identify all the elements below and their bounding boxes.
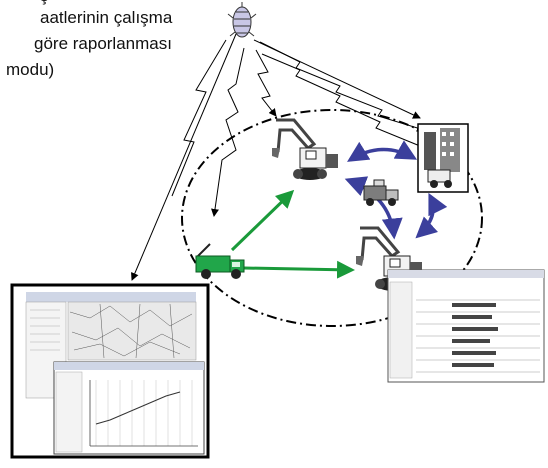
blue-arrows — [344, 140, 448, 240]
dump-truck-icon — [363, 179, 399, 206]
wireless-links — [131, 33, 425, 281]
office-building-icon — [417, 123, 469, 193]
caption-line-2: aatlerinin çalışma — [40, 8, 173, 27]
caption-line-4: modu) — [6, 60, 55, 79]
tow-truck-icon — [195, 243, 245, 279]
monitor-chart-screen — [53, 361, 205, 455]
caption-line-1: ş — [40, 0, 49, 9]
monitor-table-screen — [387, 269, 545, 383]
caption-line-3: göre raporlanması — [34, 34, 172, 53]
site-boundary-ellipse — [181, 109, 483, 327]
excavator-top-icon — [272, 118, 338, 180]
green-arrows — [230, 189, 355, 279]
satellite-icon — [227, 2, 257, 38]
